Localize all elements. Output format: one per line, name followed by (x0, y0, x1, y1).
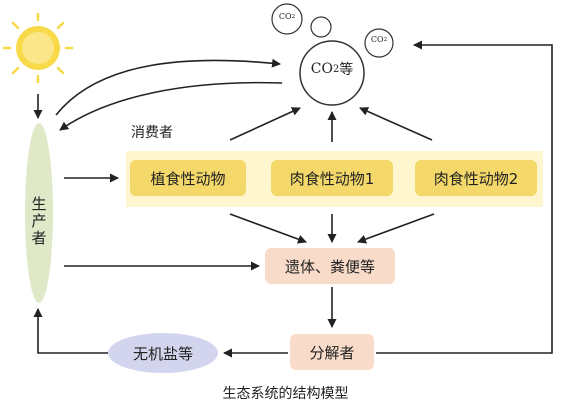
arrow-consumers-to-remains-left (229, 213, 307, 244)
consumer-group-label: 消费者 (131, 125, 173, 141)
arrow-decomposer-to-co2 (376, 40, 553, 354)
decomposer-node: 分解者 (290, 334, 374, 370)
diagram-caption: 生态系统的结构模型 (222, 386, 349, 402)
arrow-producer-to-co2 (55, 58, 281, 116)
arrow-co2-to-producer (59, 81, 283, 131)
producer-node (25, 123, 53, 303)
remains-node: 遗体、粪便等 (265, 248, 395, 284)
co2-small-circle-2 (364, 28, 394, 58)
bubble-circle (310, 16, 332, 38)
arrow-salts-to-producer (33, 308, 108, 354)
co2-small-circle-1 (271, 3, 303, 35)
arrow-consumers-to-co2-right (359, 107, 433, 141)
co2-main-suffix: 等 (339, 62, 354, 78)
co2-small-prefix-2: CO (370, 35, 384, 44)
arrow-consumers-to-remains-right (357, 213, 435, 244)
co2-small-sub-1: 2 (291, 13, 296, 20)
producer-label: 生产者 (31, 195, 47, 247)
inorganic-salts-node: 无机盐等 (108, 333, 218, 373)
sun-icon (2, 12, 74, 84)
carnivore1-node: 肉食性动物1 (271, 160, 393, 196)
co2-main-sub: 2 (332, 63, 340, 75)
co2-small-sub-2: 2 (383, 36, 388, 43)
arrow-consumers-to-co2-left (229, 107, 301, 141)
co2-small-prefix-1: CO (278, 12, 292, 21)
carnivore2-node: 肉食性动物2 (415, 160, 537, 196)
co2-main-circle (299, 40, 365, 106)
herbivore-node: 植食性动物 (130, 160, 246, 196)
co2-main-prefix: CO (310, 61, 333, 77)
